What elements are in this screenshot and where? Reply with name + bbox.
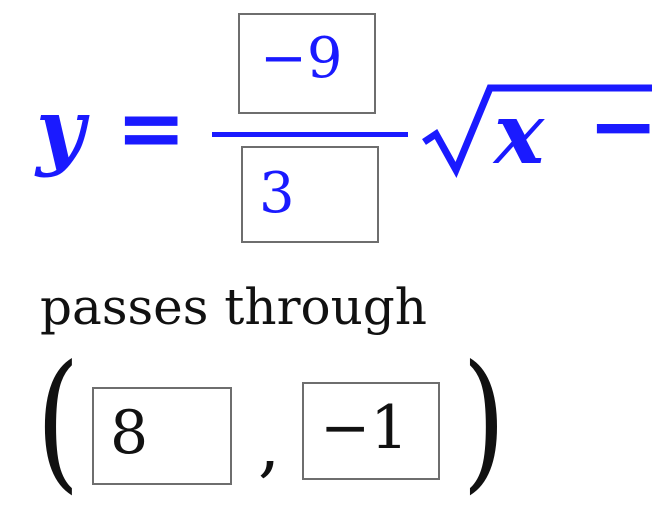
left-paren: ( bbox=[36, 334, 80, 508]
point-x-input[interactable]: 8 bbox=[92, 387, 232, 485]
denominator-input[interactable]: 3 bbox=[241, 146, 379, 243]
equals-sign: = bbox=[116, 78, 187, 177]
passes-through-label: passes through bbox=[40, 278, 427, 336]
comma-separator: , bbox=[258, 404, 281, 486]
variable-y: y bbox=[36, 80, 85, 179]
fraction-bar bbox=[212, 132, 408, 137]
minus-sign: − bbox=[588, 76, 652, 175]
variable-x: x bbox=[494, 84, 545, 183]
right-paren: ) bbox=[462, 334, 506, 508]
radical-sign bbox=[422, 84, 652, 179]
numerator-input[interactable]: −9 bbox=[238, 13, 376, 114]
point-y-input[interactable]: −1 bbox=[302, 382, 440, 480]
